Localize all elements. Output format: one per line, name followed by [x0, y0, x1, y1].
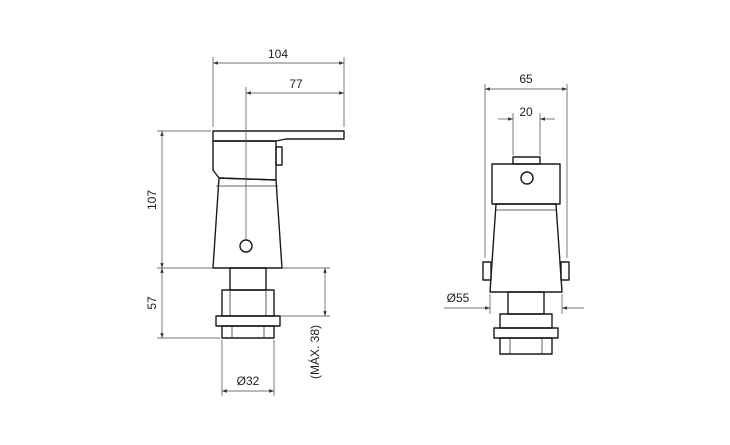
- front-body-hole: [239, 239, 253, 253]
- dim-107-label: 107: [145, 190, 159, 210]
- side-washer: [493, 327, 559, 339]
- front-handle-block: [212, 140, 277, 181]
- side-handle-tab: [512, 156, 541, 165]
- side-neck: [507, 291, 545, 315]
- side-thread: [499, 337, 553, 355]
- front-view: 104 77 107 57 (MÁX. 38) Ø32: [145, 47, 345, 396]
- front-body: [212, 177, 283, 269]
- dim-77-label: 77: [289, 77, 303, 91]
- dim-20-label: 20: [519, 105, 533, 119]
- dim-d32-label: Ø32: [237, 374, 260, 388]
- side-body: [489, 203, 563, 293]
- side-base-tab-right: [560, 261, 570, 281]
- dim-d55-label: Ø55: [447, 291, 470, 305]
- dim-104-label: 104: [268, 47, 288, 61]
- dim-65-label: 65: [519, 72, 533, 86]
- side-base-tab-left: [482, 261, 492, 281]
- side-handle-hole: [520, 171, 534, 185]
- front-handle-screw: [275, 146, 283, 166]
- front-neck: [229, 267, 267, 291]
- front-washer: [215, 315, 281, 327]
- side-view: 65 20 Ø55: [444, 72, 584, 355]
- side-nut: [499, 313, 553, 329]
- front-handle-lever: [212, 130, 345, 142]
- front-thread: [221, 325, 275, 339]
- dim-57-label: 57: [145, 296, 159, 310]
- dim-max38-label: (MÁX. 38): [307, 325, 322, 379]
